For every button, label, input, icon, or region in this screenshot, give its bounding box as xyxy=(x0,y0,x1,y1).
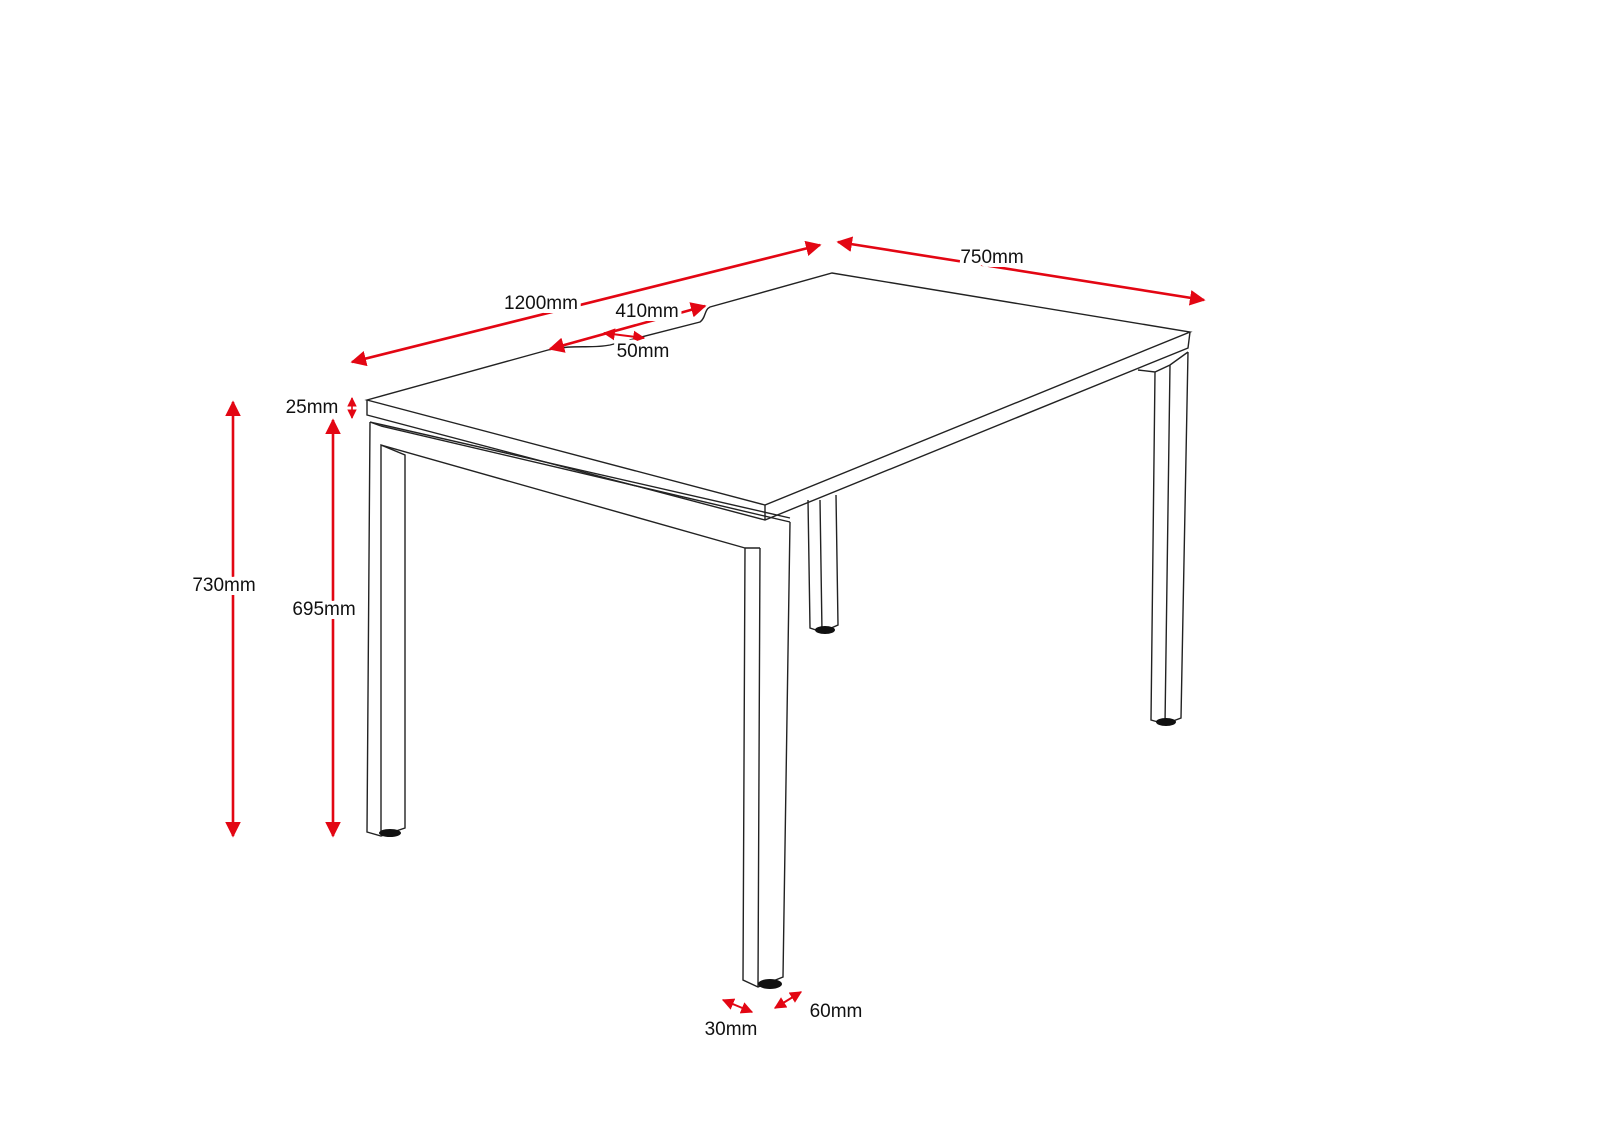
leg-foot xyxy=(379,829,401,837)
leg-foot xyxy=(1156,718,1176,726)
desk-top-edge xyxy=(366,331,1191,521)
front-apron xyxy=(369,421,791,549)
leg-depth-label: 60mm xyxy=(810,1001,863,1022)
total-height-label: 730mm xyxy=(192,575,255,596)
front-left-leg xyxy=(366,421,406,837)
length-arrow xyxy=(350,240,822,367)
dimension-labels: 1200mm 750mm 410mm 50mm 25mm 730mm 695mm… xyxy=(188,243,1027,1044)
front-right-leg xyxy=(742,521,791,988)
cutout-length-arrow xyxy=(548,302,707,353)
under-top-height-label: 695mm xyxy=(292,599,355,620)
desk-top-surface xyxy=(364,272,1193,506)
leg-foot xyxy=(758,979,782,989)
depth-arrow xyxy=(836,236,1206,306)
leg-foot xyxy=(815,626,835,634)
leg-depth-arrow xyxy=(773,991,803,1009)
dimension-arrows xyxy=(225,236,1206,1014)
top-thickness-label: 25mm xyxy=(286,397,339,418)
leg-width-arrow xyxy=(721,998,754,1014)
cutout-depth-arrow xyxy=(602,328,646,343)
back-right-leg xyxy=(1137,351,1189,725)
cutout-length-label: 410mm xyxy=(615,301,678,322)
length-label: 1200mm xyxy=(504,293,578,314)
desk-drawing xyxy=(364,272,1193,989)
leg-width-label: 30mm xyxy=(705,1019,758,1040)
depth-label: 750mm xyxy=(960,247,1023,268)
back-left-leg xyxy=(807,494,839,633)
cutout-depth-label: 50mm xyxy=(617,341,670,362)
